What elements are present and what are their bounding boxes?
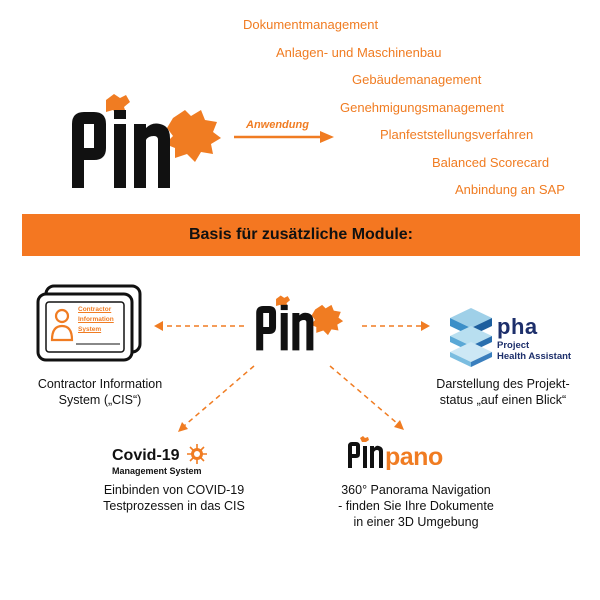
pinpano-logo — [348, 436, 383, 468]
covid-caption: Einbinden von COVID-19 Testprozessen in … — [74, 482, 274, 514]
card-text-line: Contractor — [78, 306, 112, 313]
pano-caption: 360° Panorama Navigation - finden Sie Ih… — [318, 482, 514, 530]
pha-logo-sub2: Health Assistant — [497, 351, 572, 362]
arrow-to-pano — [329, 365, 399, 425]
cis-caption-line1: Contractor Information — [37, 377, 163, 391]
pha-logo-sub1: Project — [497, 340, 530, 351]
pin-logo — [72, 94, 221, 188]
covid-logo-title: Covid-19 — [112, 447, 180, 464]
pano-caption-line3: in einer 3D Umgebung — [353, 515, 479, 529]
application-item: Anlagen- und Maschinenbau — [276, 45, 442, 60]
arrow-to-covid — [183, 365, 255, 427]
application-item: Anbindung an SAP — [455, 182, 565, 197]
card-text-line: Information — [78, 316, 114, 323]
application-item: Gebäudemanagement — [352, 72, 482, 87]
cis-caption-line2: System („CIS“) — [58, 393, 142, 407]
virus-icon — [187, 444, 207, 464]
application-item: Planfeststellungsverfahren — [380, 127, 534, 142]
pano-caption-line1: 360° Panorama Navigation — [341, 483, 491, 497]
cis-caption: Contractor Information System („CIS“) — [8, 376, 192, 408]
covid-logo-sub: Management System — [112, 466, 202, 476]
pha-caption-line2: status „auf einen Blick“ — [439, 393, 567, 407]
pinpano-logo-text: pano — [385, 443, 443, 471]
covid-caption-line2: Testprozessen in das CIS — [103, 499, 245, 513]
banner-title: Basis für zusätzliche Module: — [188, 226, 414, 243]
id-card-icon — [36, 284, 142, 362]
arrow-right-icon — [234, 131, 334, 143]
pha-caption: Darstellung des Projekt- status „auf ein… — [408, 376, 598, 408]
pha-logo-sub: Project Health Assistant — [497, 340, 571, 362]
card-text-line: System — [78, 326, 102, 333]
pin-logo-small — [256, 295, 344, 351]
application-item: Balanced Scorecard — [432, 155, 550, 170]
pha-caption-line1: Darstellung des Projekt- — [436, 377, 570, 391]
modules-banner: Basis für zusätzliche Module: — [22, 214, 580, 256]
application-item: Genehmigungsmanagement — [340, 100, 505, 115]
pha-cube-icon — [450, 308, 492, 367]
pha-logo-text: pha — [497, 314, 538, 339]
application-item: Dokumentmanagement — [243, 17, 379, 32]
arrow-label: Anwendung — [246, 119, 309, 131]
covid-caption-line1: Einbinden von COVID-19 — [103, 483, 245, 497]
pano-caption-line2: - finden Sie Ihre Dokumente — [338, 499, 494, 513]
